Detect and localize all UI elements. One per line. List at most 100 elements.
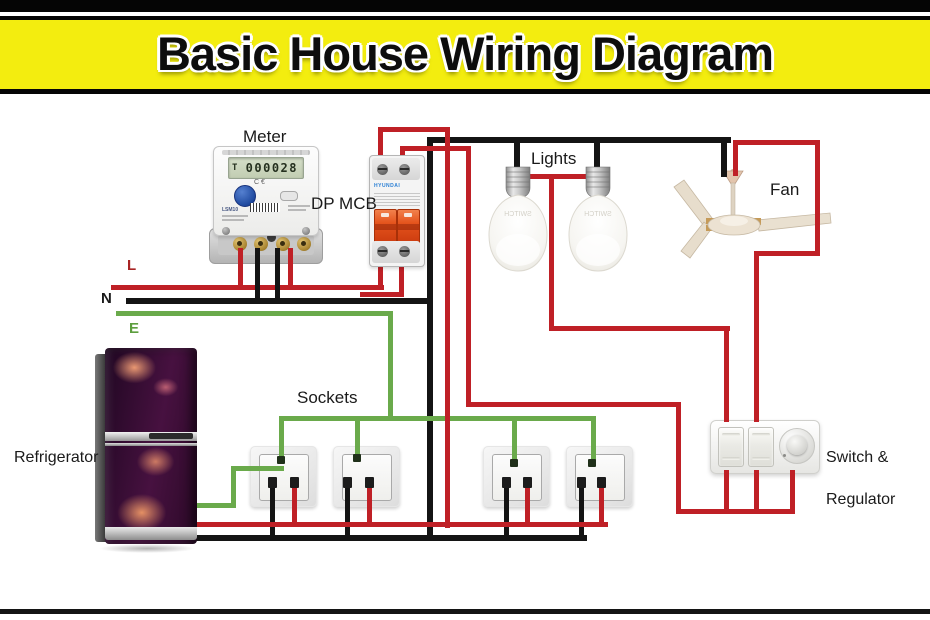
label-dp-mcb: DP MCB	[311, 194, 377, 213]
wire-earth-segment	[231, 466, 284, 471]
wire-live-segment	[676, 402, 681, 514]
wire-neutral-segment	[0, 609, 930, 614]
wire-neutral-segment	[255, 248, 260, 300]
meter-vent-strip	[222, 150, 310, 155]
socket-earth-pin	[353, 454, 361, 462]
mcb-terminal-screw	[399, 164, 410, 175]
meter-terminal	[297, 237, 311, 251]
wire-live-segment	[292, 486, 297, 524]
top-border-bar	[0, 0, 930, 12]
label-refrigerator: Refrigerator	[14, 449, 99, 466]
wire-live-segment	[466, 146, 471, 407]
meter-model-text: LSM10	[222, 207, 239, 213]
wire-neutral-segment	[345, 486, 350, 538]
socket-terminal-pin	[523, 477, 532, 488]
fridge-front	[105, 348, 197, 544]
wire-live-segment	[288, 248, 293, 286]
page-title: Basic House Wiring Diagram	[156, 27, 774, 80]
wire-live-segment	[549, 174, 554, 331]
wire-neutral-segment	[275, 248, 280, 300]
wire-live-segment	[188, 522, 608, 527]
mcb-toggle-2	[397, 209, 420, 244]
socket-terminal-pin	[577, 477, 586, 488]
wire-live-segment	[724, 326, 729, 422]
wire-earth-segment	[279, 416, 596, 421]
mcb-terminal-screw	[399, 246, 410, 257]
wire-earth-segment	[512, 416, 517, 466]
label-fan: Fan	[770, 180, 800, 199]
wire-neutral-segment	[579, 486, 584, 538]
switch-rocker-1	[718, 427, 744, 467]
meter-terminal	[276, 237, 290, 251]
socket-terminal-pin	[597, 477, 606, 488]
wire-earth-segment	[279, 416, 284, 463]
switch-regulator-plate	[710, 420, 820, 474]
wire-earth-segment	[116, 311, 393, 316]
wire-live-segment	[754, 251, 759, 422]
refrigerator-image	[95, 348, 197, 553]
wire-live-segment	[378, 127, 450, 132]
wire-live-segment	[599, 486, 604, 524]
label-switch-regulator: Switch & Regulator	[826, 449, 896, 508]
wire-neutral-segment	[427, 137, 433, 541]
meter-certification-marks: C€	[254, 179, 267, 186]
socket-earth-pin	[510, 459, 518, 467]
meter-blue-button	[234, 185, 256, 207]
wire-live-segment	[238, 248, 243, 286]
wire-live-segment	[378, 127, 383, 167]
wire-neutral-segment	[270, 486, 275, 538]
fridge-handle	[149, 433, 193, 439]
meter-terminal	[254, 237, 268, 251]
wire-live-segment	[754, 251, 820, 256]
wire-live-segment	[549, 326, 730, 331]
fridge-door-divider	[105, 432, 197, 441]
wire-live-segment	[724, 470, 729, 513]
socket-terminal-pin	[502, 477, 511, 488]
label-live-wire: L	[127, 257, 137, 274]
meter-reading: 000028	[245, 161, 298, 175]
fridge-base-band	[105, 527, 197, 540]
meter-barcode	[250, 203, 280, 212]
wire-live-segment	[790, 470, 795, 513]
wire-earth-segment	[231, 466, 236, 508]
ceiling-fan-image	[673, 169, 832, 259]
wire-live-segment	[400, 146, 471, 151]
mcb-brand-text: HYUNDAI	[374, 183, 401, 189]
energy-meter: T 000028 C€ LSM10	[213, 146, 319, 236]
wire-neutral-segment	[514, 137, 520, 177]
title-banner: Basic House Wiring Diagram	[0, 20, 930, 89]
label-lights: Lights	[531, 149, 577, 168]
fridge-side-panel	[95, 354, 107, 542]
mcb-terminal-screw	[377, 246, 388, 257]
mcb-toggle-1	[374, 209, 397, 244]
wire-earth-segment	[355, 416, 360, 461]
meter-terminal	[233, 237, 247, 251]
wire-live-segment	[360, 292, 404, 297]
label-sockets: Sockets	[297, 388, 358, 407]
wire-live-segment	[754, 470, 759, 513]
wire-live-segment	[733, 140, 738, 176]
dp-mcb: HYUNDAI	[369, 155, 425, 267]
wire-live-segment	[378, 252, 383, 290]
meter-display-symbol: T	[232, 163, 238, 173]
light-bulb-2: SWITCH	[568, 166, 628, 272]
switch-rocker-2	[748, 427, 774, 467]
wire-live-segment	[111, 285, 384, 290]
wire-live-segment	[815, 140, 820, 256]
bulb-brand-text: SWITCH	[504, 211, 532, 218]
socket-earth-pin	[588, 459, 596, 467]
wire-earth-segment	[591, 416, 596, 466]
wire-live-segment	[733, 140, 820, 145]
wire-live-segment	[466, 402, 681, 407]
bulb-brand-text: SWITCH	[584, 211, 612, 218]
wire-neutral-segment	[594, 137, 600, 177]
wire-neutral-segment	[183, 535, 587, 541]
wire-live-segment	[514, 174, 599, 179]
meter-screw	[222, 227, 230, 235]
mcb-spec-text	[374, 191, 420, 207]
wire-live-segment	[676, 509, 795, 514]
mcb-terminal-screw	[377, 164, 388, 175]
label-earth-wire: E	[129, 320, 140, 337]
label-neutral-wire: N	[101, 290, 112, 307]
light-bulb-1: SWITCH	[488, 166, 548, 272]
